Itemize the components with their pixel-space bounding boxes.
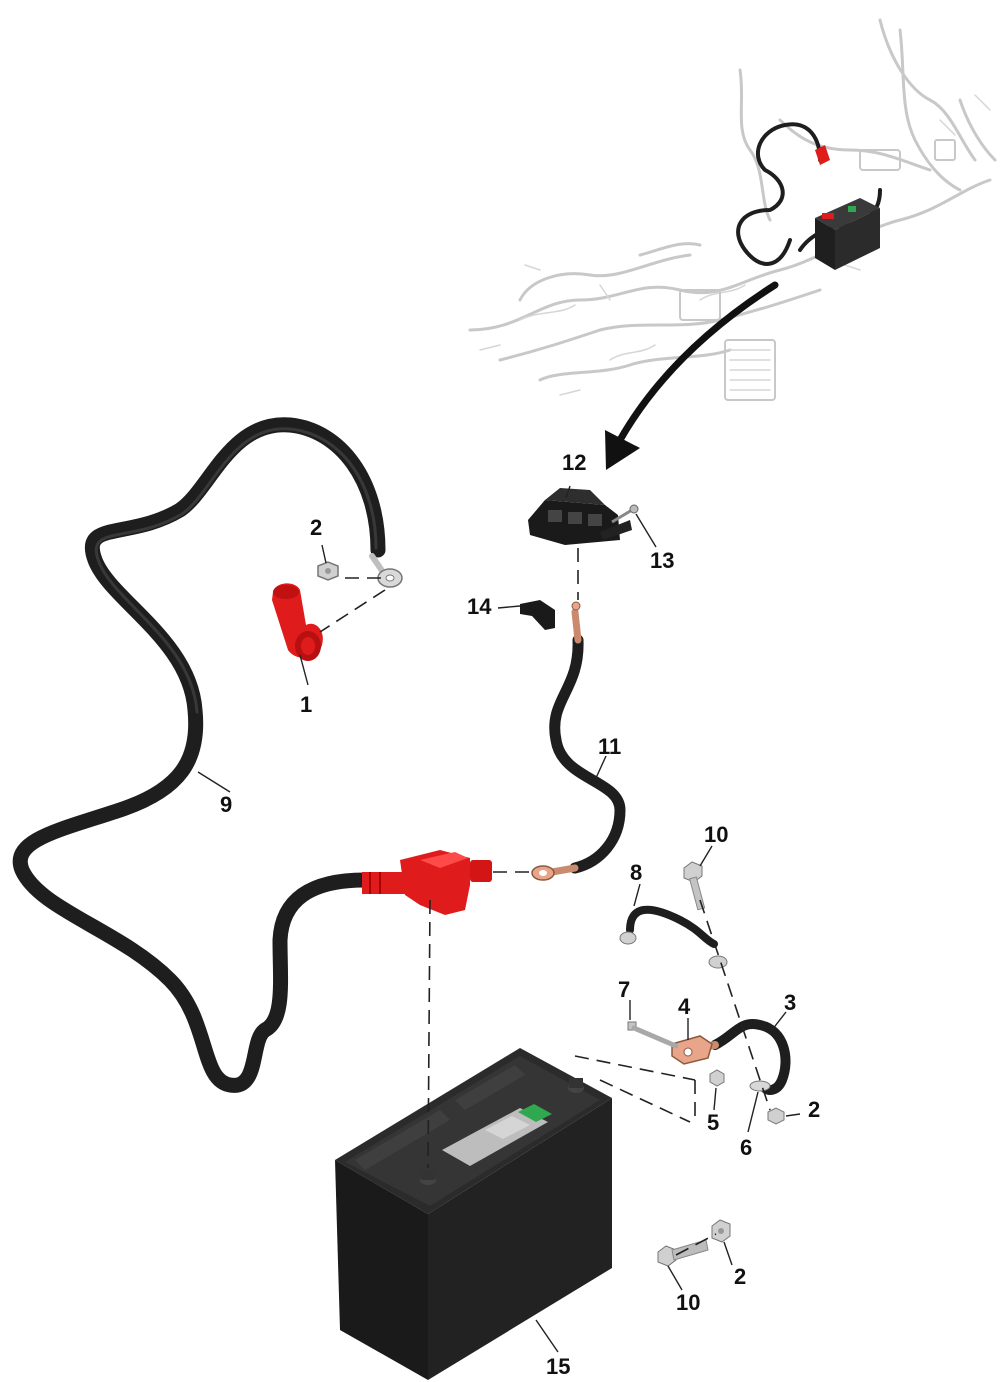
ground-strap [619, 905, 728, 969]
cable-clip [520, 600, 555, 630]
fuse-block-screw [611, 504, 639, 524]
ground-washer [749, 1080, 771, 1092]
callout-12: 12 [562, 450, 586, 475]
callout-1: 1 [300, 692, 312, 717]
callout-9: 9 [220, 792, 232, 817]
callout-4: 4 [678, 994, 691, 1019]
leader-lines [197, 485, 801, 1353]
bolt-upper [683, 861, 706, 911]
vehicle-harness-overview [468, 18, 997, 401]
callout-5: 5 [707, 1110, 719, 1135]
location-arrow [605, 281, 779, 470]
callout-15: 15 [546, 1354, 570, 1379]
callout-3: 3 [784, 990, 796, 1015]
callout-11: 11 [598, 734, 621, 759]
fuse-feed-cable [531, 601, 626, 881]
positive-cable [12, 417, 403, 1093]
callout-10-lower: 10 [676, 1290, 700, 1315]
battery [335, 1048, 612, 1380]
callout-10-upper: 10 [704, 822, 728, 847]
callout-6: 6 [740, 1135, 752, 1160]
callout-14: 14 [467, 594, 492, 619]
callout-2-lower: 2 [734, 1264, 746, 1289]
callout-labels: 1 2 2 2 3 4 5 6 7 8 9 10 10 11 12 13 14 … [220, 450, 820, 1379]
terminal-boot [272, 583, 323, 661]
clamp-nut [709, 1069, 725, 1087]
clamp-bolt [627, 1021, 679, 1049]
fuse-block [528, 488, 632, 545]
nut-right [767, 1107, 785, 1125]
callout-2-right: 2 [808, 1097, 820, 1122]
positive-junction-cover [362, 850, 492, 915]
nut-lower [711, 1219, 731, 1243]
callout-8: 8 [630, 860, 642, 885]
nut-upper [317, 561, 339, 581]
callout-2-upper: 2 [310, 515, 322, 540]
callout-7: 7 [618, 977, 630, 1002]
assembly-lines [319, 548, 771, 1256]
callout-13: 13 [650, 548, 674, 573]
negative-terminal-clamp [671, 1035, 713, 1065]
battery-in-context [815, 198, 880, 270]
bolt-lower [657, 1239, 709, 1267]
